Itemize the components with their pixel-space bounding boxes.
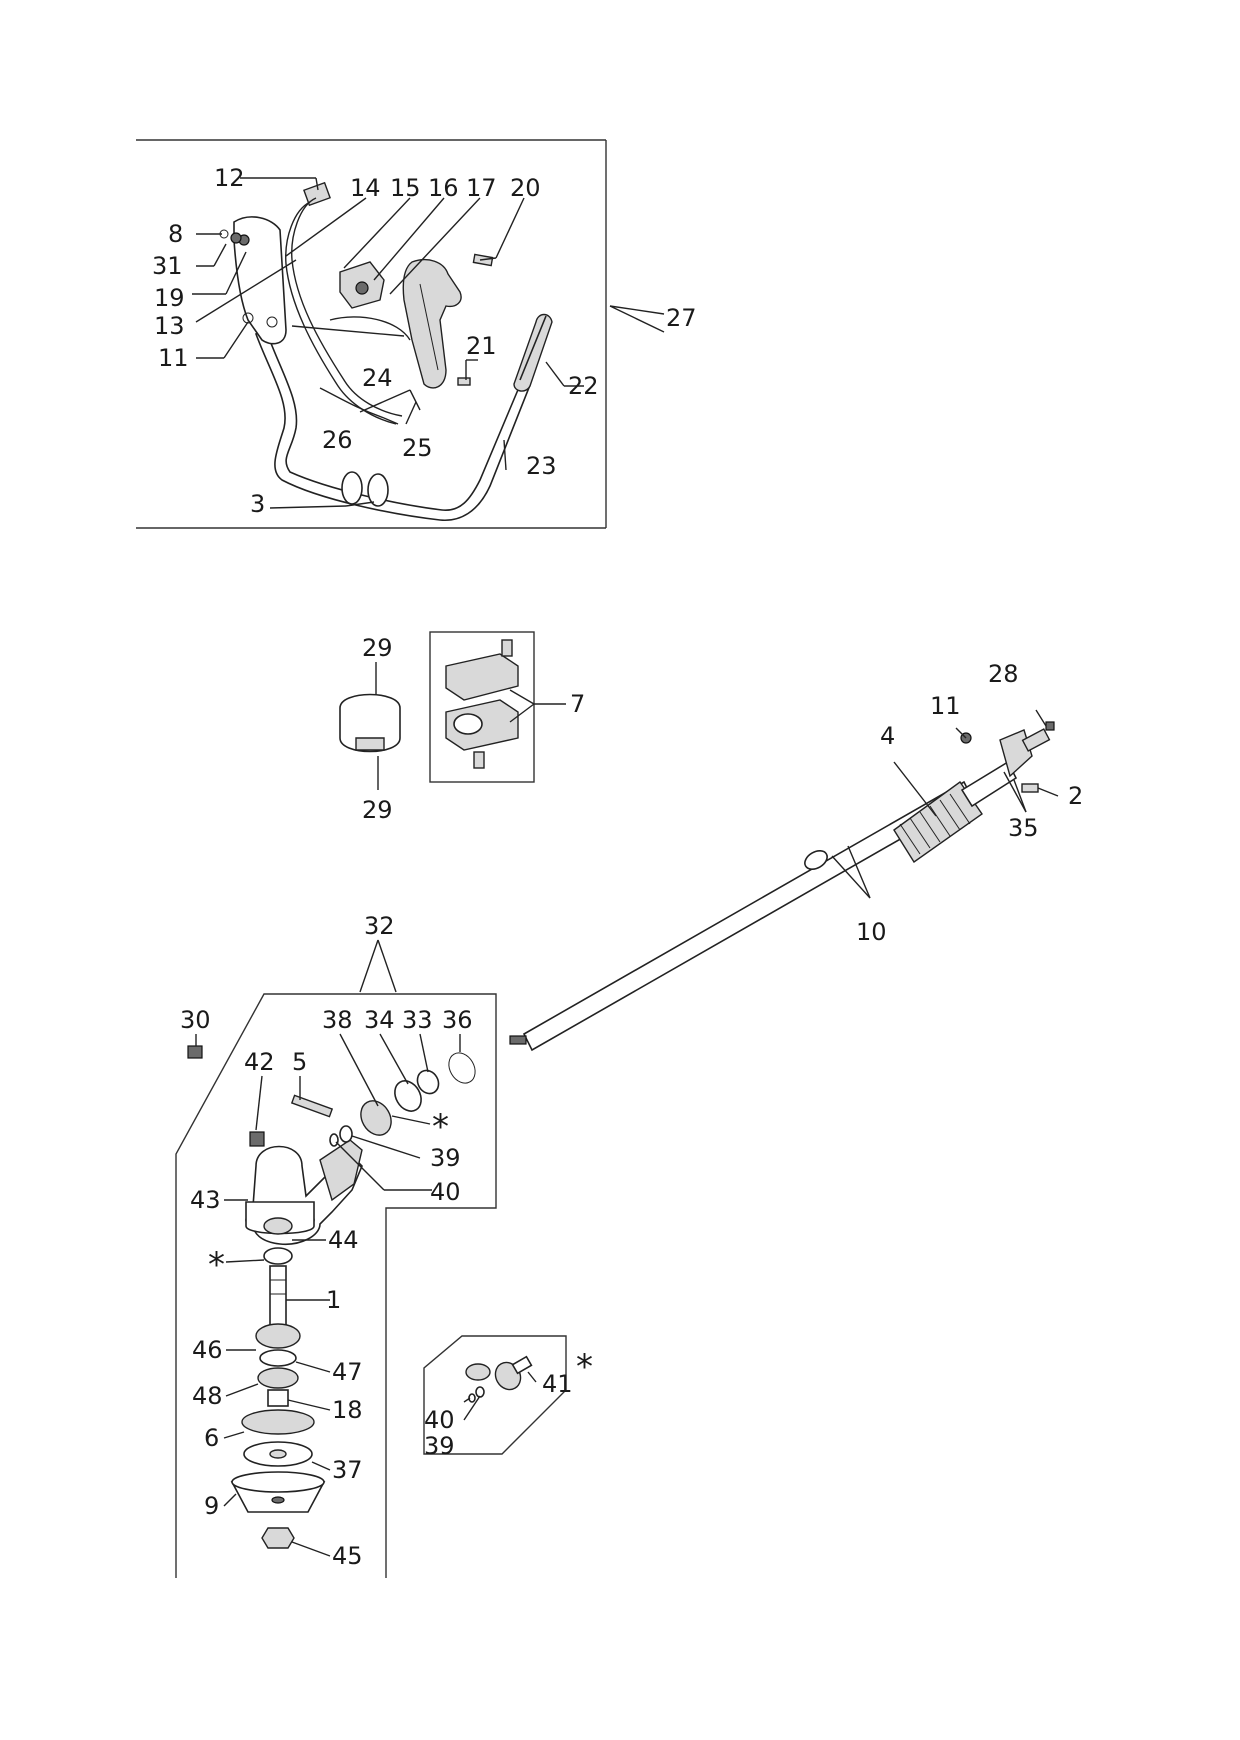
clamp-assembly-frame — [429, 631, 535, 783]
label-15: 15 — [390, 174, 421, 202]
label-13: 13 — [154, 312, 185, 340]
label-32: 32 — [364, 912, 395, 940]
label-37: 37 — [332, 1456, 363, 1484]
label-8: 8 — [168, 220, 183, 248]
handlebar-clamps — [341, 471, 389, 507]
connector-12 — [303, 181, 331, 207]
label-39-head: 39 — [430, 1144, 461, 1172]
label-11-shaft: 11 — [930, 692, 961, 720]
kit-41-frame — [423, 1335, 567, 1455]
label-16: 16 — [428, 174, 459, 202]
label-24: 24 — [362, 364, 393, 392]
label-34: 34 — [364, 1006, 395, 1034]
label-41: 41 — [542, 1370, 573, 1398]
label-17: 17 — [466, 174, 497, 202]
label-27: 27 — [666, 304, 697, 332]
clamp-assembly — [445, 639, 566, 769]
label-28: 28 — [988, 660, 1019, 688]
label-29-bottom: 29 — [362, 796, 393, 824]
handlebar-tube — [254, 328, 532, 522]
label-26: 26 — [322, 426, 353, 454]
kit-41 — [463, 1355, 537, 1421]
label-23: 23 — [526, 452, 557, 480]
label-48: 48 — [192, 1382, 223, 1410]
label-43: 43 — [190, 1186, 221, 1214]
label-42: 42 — [244, 1048, 275, 1076]
label-7: 7 — [570, 690, 585, 718]
pinion-gear-set — [187, 1045, 476, 1147]
label-11-handle: 11 — [158, 344, 189, 372]
label-21: 21 — [466, 332, 497, 360]
star-pinion: * — [432, 1107, 449, 1147]
star-gear: * — [208, 1245, 225, 1285]
label-35: 35 — [1008, 814, 1039, 842]
label-1: 1 — [326, 1286, 341, 1314]
label-47: 47 — [332, 1358, 363, 1386]
label-19: 19 — [154, 284, 185, 312]
label-3: 3 — [250, 490, 265, 518]
label-40-kit: 40 — [424, 1406, 455, 1434]
gear-head-leader-lines — [195, 1033, 461, 1557]
label-46: 46 — [192, 1336, 223, 1364]
left-bracket — [233, 216, 287, 345]
label-5: 5 — [292, 1048, 307, 1076]
label-20: 20 — [510, 174, 541, 202]
label-38: 38 — [322, 1006, 353, 1034]
spindle-stack — [230, 1217, 326, 1549]
label-22: 22 — [568, 372, 599, 400]
label-18: 18 — [332, 1396, 363, 1424]
label-39-kit: 39 — [424, 1432, 455, 1460]
label-31: 31 — [152, 252, 183, 280]
label-25: 25 — [402, 434, 433, 462]
label-6: 6 — [204, 1424, 219, 1452]
throttle-housing — [402, 258, 462, 389]
gear-head-frame — [175, 939, 497, 1578]
label-12: 12 — [214, 164, 245, 192]
label-4: 4 — [880, 722, 895, 750]
drive-shaft-tube — [509, 709, 1059, 1052]
sleeve-29 — [339, 662, 401, 790]
star-kit: * — [576, 1347, 593, 1387]
label-9: 9 — [204, 1492, 219, 1520]
label-2: 2 — [1068, 782, 1083, 810]
part-labels: 12 14 15 16 17 20 8 31 19 13 11 27 21 22… — [152, 164, 1083, 1570]
label-29-top: 29 — [362, 634, 393, 662]
handle-assembly-frame — [136, 139, 607, 529]
label-44: 44 — [328, 1226, 359, 1254]
label-40-head: 40 — [430, 1178, 461, 1206]
label-10: 10 — [856, 918, 887, 946]
label-30: 30 — [180, 1006, 211, 1034]
label-45: 45 — [332, 1542, 363, 1570]
handle-leader-lines — [192, 177, 665, 509]
wiring-harness — [285, 197, 411, 425]
label-14: 14 — [350, 174, 381, 202]
label-36: 36 — [442, 1006, 473, 1034]
label-33: 33 — [402, 1006, 433, 1034]
